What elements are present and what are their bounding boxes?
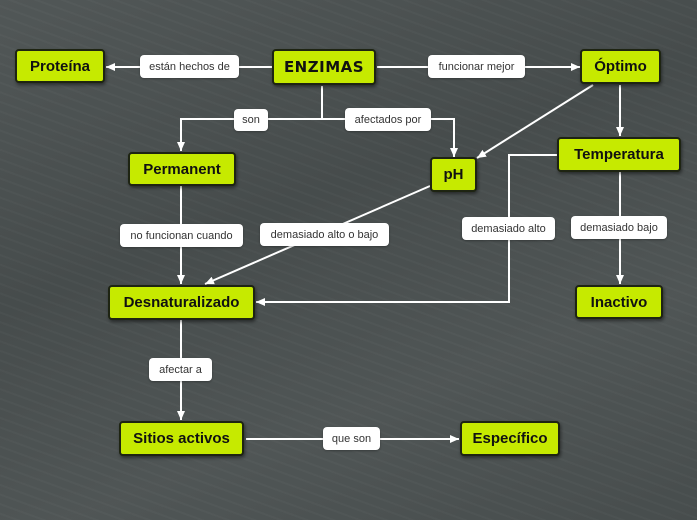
- link-label-funcionar-mejor: funcionar mejor: [428, 55, 525, 78]
- node-permanent[interactable]: Permanent: [128, 152, 236, 186]
- node-desnaturalizado[interactable]: Desnaturalizado: [108, 285, 255, 320]
- node-especifico[interactable]: Específico: [460, 421, 560, 456]
- node-temperatura[interactable]: Temperatura: [557, 137, 681, 172]
- link-label-que-son: que son: [323, 427, 380, 450]
- connector-optimo-ph: [476, 84, 594, 159]
- link-label-afectados-por: afectados por: [345, 108, 431, 131]
- link-label-afectar-a: afectar a: [149, 358, 212, 381]
- node-proteina[interactable]: Proteína: [15, 49, 105, 83]
- node-sitios-activos[interactable]: Sitios activos: [119, 421, 244, 456]
- link-label-demasiado-alto: demasiado alto: [462, 217, 555, 240]
- link-label-demasiado-bajo: demasiado bajo: [571, 216, 667, 239]
- link-label-estan-hechos-de: están hechos de: [140, 55, 239, 78]
- node-inactivo[interactable]: Inactivo: [575, 285, 663, 319]
- node-optimo[interactable]: Óptimo: [580, 49, 661, 84]
- node-enzimas[interactable]: ENZIMAS: [272, 49, 376, 85]
- link-label-son: son: [234, 109, 268, 131]
- link-label-demasiado-alto-o-bajo: demasiado alto o bajo: [260, 223, 389, 246]
- node-ph[interactable]: pH: [430, 157, 477, 192]
- link-label-no-funcionan-cuando: no funcionan cuando: [120, 224, 243, 247]
